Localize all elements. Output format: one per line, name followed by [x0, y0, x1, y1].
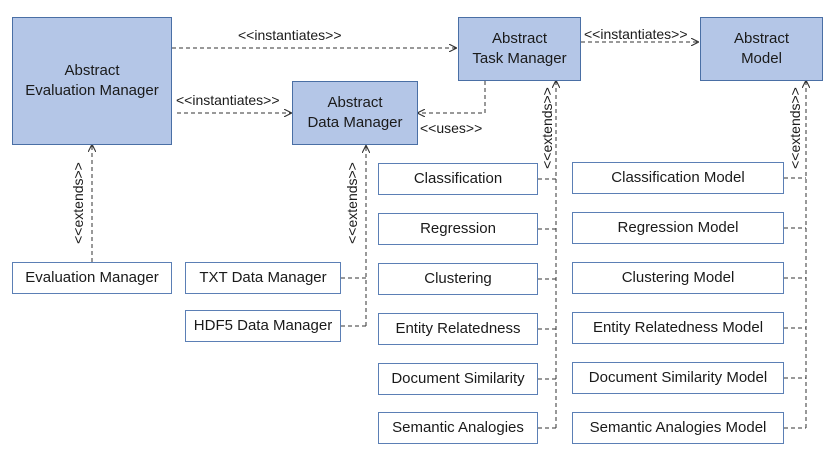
abstract-evaluation-manager-box: Abstract Evaluation Manager: [12, 17, 172, 145]
model-clustering-box: Clustering Model: [572, 262, 784, 294]
extends-label-task: <<extends>>: [539, 87, 555, 169]
instantiates-label-eval-data: <<instantiates>>: [176, 92, 280, 108]
instantiates-label-eval-task: <<instantiates>>: [238, 27, 342, 43]
task-semantic-analogies-box: Semantic Analogies: [378, 412, 538, 444]
hdf5-data-manager-box: HDF5 Data Manager: [185, 310, 341, 342]
model-regression-box: Regression Model: [572, 212, 784, 244]
model-classification-box: Classification Model: [572, 162, 784, 194]
abstract-model-line2: Model: [741, 50, 782, 67]
txt-data-manager-box: TXT Data Manager: [185, 262, 341, 294]
task-regression-box: Regression: [378, 213, 538, 245]
abstract-data-line2: Data Manager: [307, 114, 403, 131]
extends-data-connector: [341, 145, 367, 327]
task-entity-relatedness-box: Entity Relatedness: [378, 313, 538, 345]
uses-task-data-connector: [418, 81, 486, 113]
model-document-similarity-box: Document Similarity Model: [572, 362, 784, 394]
task-document-similarity-box: Document Similarity: [378, 363, 538, 395]
abstract-data-manager-box: Abstract Data Manager: [292, 81, 418, 145]
instantiates-label-task-model: <<instantiates>>: [584, 26, 688, 42]
abstract-task-line2: Task Manager: [472, 50, 567, 67]
evaluation-manager-box: Evaluation Manager: [12, 262, 172, 294]
extends-label-data: <<extends>>: [344, 162, 360, 244]
extends-label-model: <<extends>>: [787, 87, 803, 169]
model-semantic-analogies-box: Semantic Analogies Model: [572, 412, 784, 444]
model-entity-relatedness-box: Entity Relatedness Model: [572, 312, 784, 344]
uses-label: <<uses>>: [420, 120, 483, 136]
abstract-model-box: Abstract Model: [700, 17, 823, 81]
task-clustering-box: Clustering: [378, 263, 538, 295]
abstract-task-line1: Abstract: [491, 30, 548, 47]
abstract-eval-line1: Abstract: [64, 62, 120, 79]
abstract-model-line1: Abstract: [733, 30, 790, 47]
extends-label-eval: <<extends>>: [70, 162, 86, 244]
task-classification-box: Classification: [378, 163, 538, 195]
abstract-data-line1: Abstract: [327, 94, 383, 111]
abstract-eval-line2: Evaluation Manager: [25, 82, 159, 99]
abstract-task-manager-box: Abstract Task Manager: [458, 17, 581, 81]
